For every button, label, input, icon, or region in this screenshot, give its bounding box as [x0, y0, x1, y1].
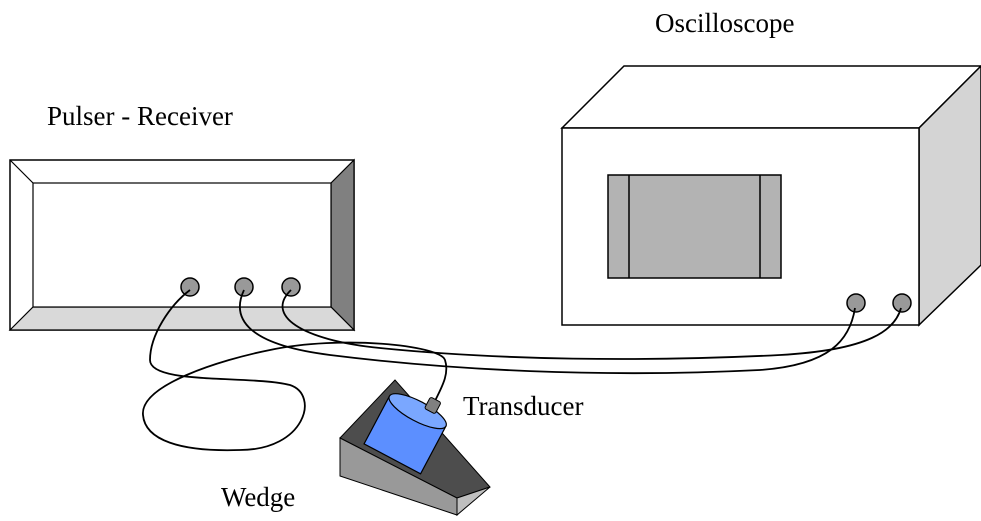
label-transducer: Transducer	[463, 391, 584, 421]
pulser-bevel-bottom	[8, 306, 356, 331]
transducer-connector	[424, 397, 441, 414]
pulser-bevel-corner-tl	[9, 159, 34, 184]
cable-pulser-to-scope-2	[281, 289, 902, 360]
oscilloscope	[560, 64, 981, 327]
pulser-receiver	[8, 158, 356, 332]
transducer	[363, 393, 447, 475]
label-wedge: Wedge	[221, 482, 295, 512]
oscilloscope-top-face	[560, 65, 981, 129]
wedge-end-face	[456, 486, 491, 517]
oscilloscope-connector-1	[846, 293, 866, 313]
cable-pulser-to-scope-1	[239, 289, 856, 375]
label-pulser-receiver: Pulser - Receiver	[47, 101, 233, 131]
pulser-connector-3	[281, 277, 301, 297]
cable-pulser-to-transducer	[142, 289, 448, 452]
pulser-connector-2	[234, 277, 254, 297]
transducer-top	[388, 393, 447, 430]
pulser-bevel-right	[330, 158, 355, 332]
pulser-connector-1	[180, 277, 200, 297]
label-oscilloscope: Oscilloscope	[655, 8, 794, 38]
cables	[142, 289, 902, 452]
oscilloscope-screen	[607, 174, 782, 279]
oscilloscope-connector-2	[892, 293, 912, 313]
